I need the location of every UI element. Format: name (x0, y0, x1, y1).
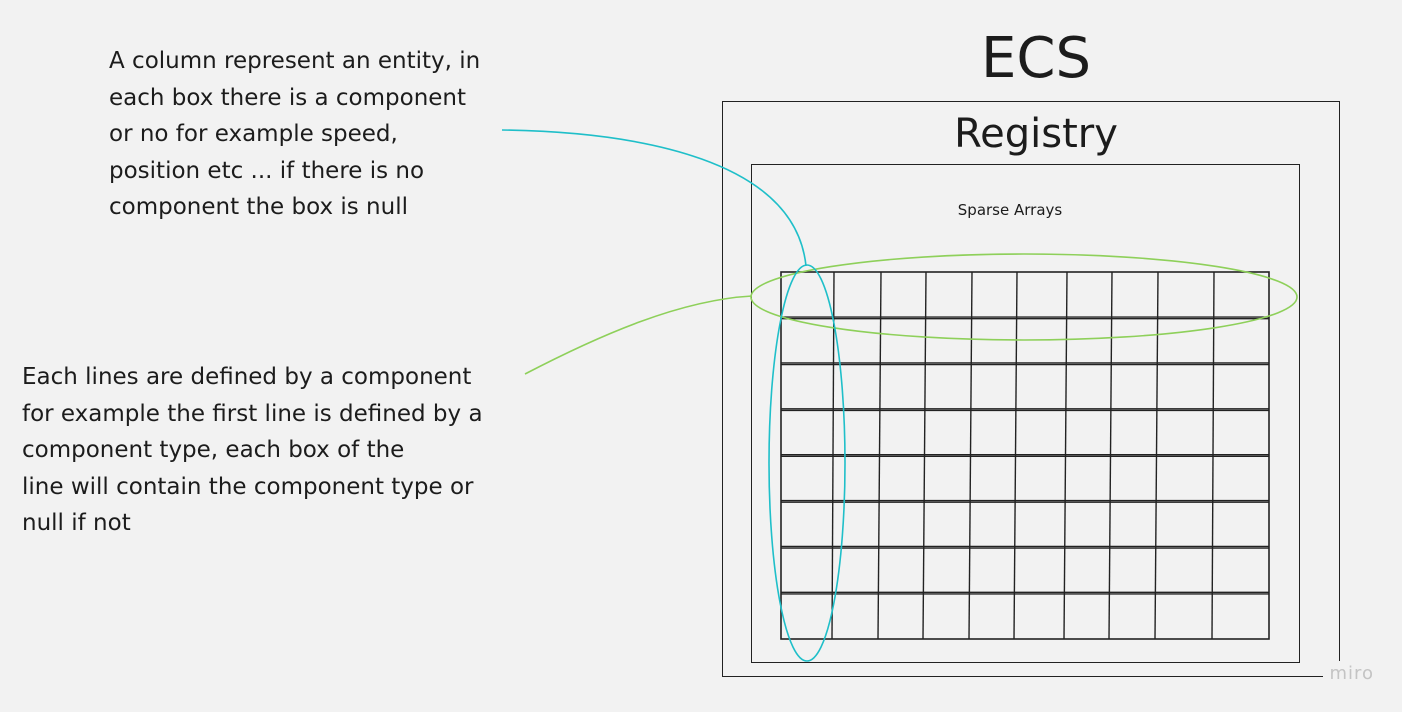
first-row-highlight (750, 253, 1298, 341)
registry-frame (751, 164, 1300, 663)
grid-column-line (1211, 271, 1215, 640)
grid-column-line (968, 271, 973, 640)
grid-column-line (1154, 271, 1159, 640)
grid-column-line (1013, 271, 1018, 640)
highlights (501, 129, 1298, 662)
ecs-frame (722, 101, 1340, 677)
row-connector-line (524, 295, 753, 375)
registry-label: Registry (954, 111, 1118, 157)
grid-column-line (831, 271, 835, 640)
grid-column-line (1063, 271, 1068, 640)
grid-cells (780, 271, 1270, 640)
grid-column-line (1108, 271, 1113, 640)
grid-outline (780, 271, 1270, 640)
diagram-title: ECS (980, 26, 1092, 91)
grid-column-line (877, 271, 882, 640)
column-annotation: A column represent an entity, in each bo… (109, 48, 481, 220)
grid-column-line (922, 271, 927, 640)
column-connector-line (501, 129, 807, 267)
miro-watermark: miro (1323, 661, 1380, 686)
first-column-highlight (768, 264, 846, 662)
sparse-arrays-label: Sparse Arrays (957, 201, 1063, 219)
row-annotation: Each lines are defined by a component fo… (22, 364, 483, 536)
